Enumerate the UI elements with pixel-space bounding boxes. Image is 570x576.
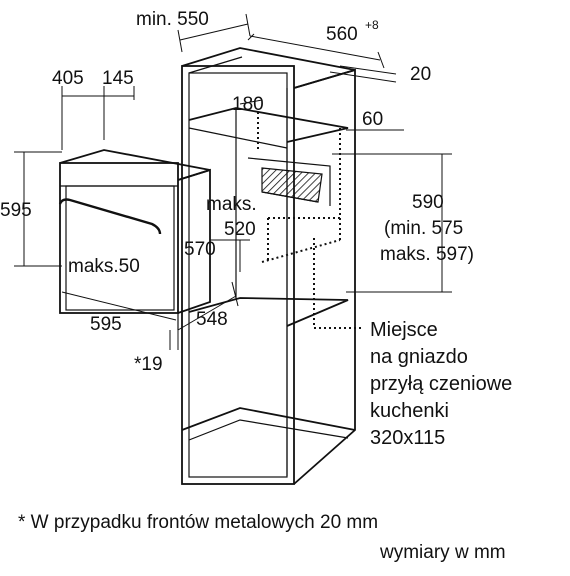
label-60: 60 [362, 109, 383, 130]
label-595-height: 595 [0, 200, 32, 221]
label-595-width: 595 [90, 314, 122, 335]
oven-handle [58, 198, 162, 235]
label-560-tolerance: +8 [365, 18, 379, 32]
cabinet-top [181, 47, 356, 89]
label-maks: maks. [206, 194, 257, 215]
label-min-550: min. 550 [136, 9, 209, 30]
label-590-min: (min. 575 [384, 218, 463, 239]
cabinet-base [181, 407, 356, 431]
label-590-max: maks. 597) [380, 244, 474, 265]
oven-top [59, 149, 211, 181]
label-405: 405 [52, 68, 84, 89]
label-548: 548 [196, 309, 228, 330]
label-520: 520 [224, 219, 256, 240]
cabinet [181, 47, 356, 485]
dimension-labels: min. 550 560 +8 20 405 145 180 60 595 ma… [0, 9, 474, 375]
footer-units: wymiary w mm [379, 542, 506, 563]
footer-note: * W przypadku frontów metalowych 20 mm [18, 512, 378, 533]
label-145: 145 [102, 68, 134, 89]
socket-note-line-5: 320x115 [370, 427, 445, 449]
cabinet-right-side [293, 68, 356, 485]
label-maks50: maks.50 [68, 256, 140, 277]
footer: * W przypadku frontów metalowych 20 mm w… [18, 512, 506, 563]
socket-note-line-1: Miejsce [370, 319, 438, 341]
cabinet-front-inner [188, 72, 288, 478]
label-19: *19 [134, 354, 163, 375]
ventilation-area [247, 157, 331, 206]
label-590: 590 [412, 192, 444, 213]
label-180: 180 [232, 94, 264, 115]
socket-region [257, 112, 362, 329]
socket-note: Miejsce na gniazdo przyłą czeniowe kuche… [370, 319, 512, 449]
oven-side [177, 168, 211, 314]
socket-note-line-2: na gniazdo [370, 346, 468, 368]
label-20: 20 [410, 64, 431, 85]
label-560: 560 [326, 24, 358, 45]
oven-front [59, 162, 179, 314]
dimension-lines [14, 13, 452, 350]
socket-note-line-4: kuchenki [370, 400, 449, 422]
socket-note-line-3: przyłą czeniowe [370, 373, 512, 395]
cabinet-shelf [188, 107, 349, 143]
label-570: 570 [184, 239, 216, 260]
oven [58, 149, 211, 330]
cabinet-oven-floor [188, 297, 349, 327]
cabinet-front-frame [181, 65, 295, 485]
